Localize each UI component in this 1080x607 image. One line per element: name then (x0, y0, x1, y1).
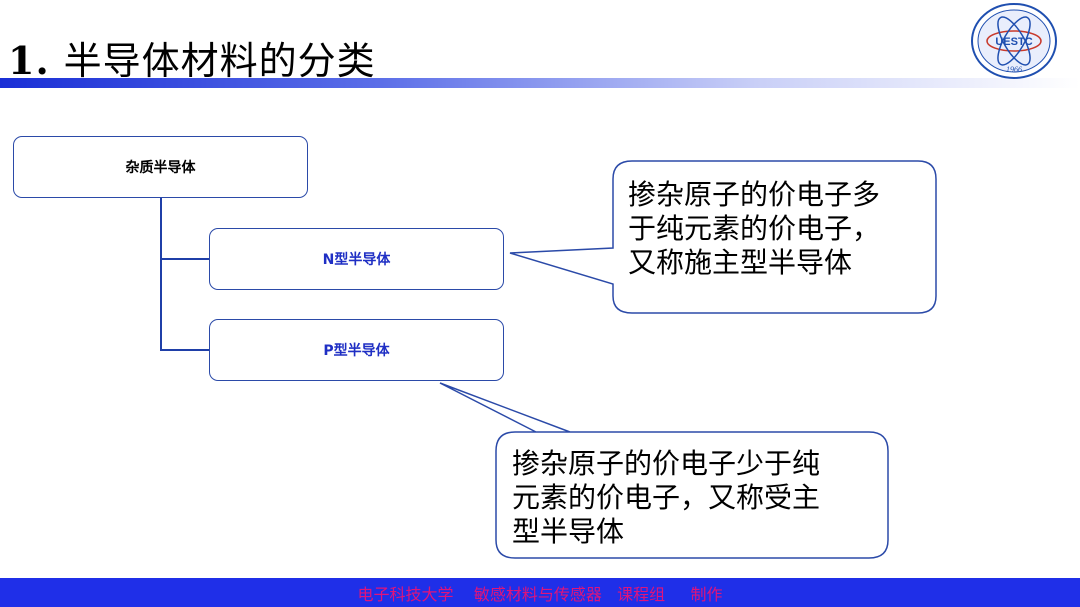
tree-node-label: 杂质半导体 (125, 160, 196, 176)
tree-connector-p (160, 259, 209, 351)
callout-line: 又称施主型半导体 (628, 246, 853, 279)
tree-node-label: N型半导体 (322, 252, 391, 268)
callout-line: 元素的价电子，又称受主 (512, 481, 821, 514)
tree-connector-n (160, 198, 209, 260)
tree-node-n-type: N型半导体 (209, 228, 504, 290)
callout-line: 型半导体 (512, 515, 625, 548)
logo-abbrev: UESTC (995, 36, 1032, 48)
callout-n-type-text: 掺杂原子的价电子多 于纯元素的价电子， 又称施主型半导体 (628, 178, 928, 280)
title-underline-bar (0, 78, 1080, 88)
tree-node-p-type: P型半导体 (209, 319, 504, 381)
slide-number: 1. (8, 38, 50, 83)
footer-bar: 电子科技大学 敏感材料与传感器 课程组 制作 (0, 578, 1080, 607)
callout-line: 掺杂原子的价电子少于纯 (512, 447, 821, 480)
callout-line: 于纯元素的价电子， (628, 212, 881, 245)
slide-title-text: 半导体材料的分类 (63, 39, 376, 83)
slide-title: 1. 半导体材料的分类 (8, 30, 376, 85)
callout-line: 掺杂原子的价电子多 (628, 178, 881, 211)
university-logo-icon: UESTC 1966 (971, 3, 1057, 79)
logo-year: 1966 (1006, 65, 1022, 74)
footer-credit-text: 电子科技大学 敏感材料与传感器 课程组 制作 (357, 584, 723, 604)
tree-node-label: P型半导体 (323, 343, 390, 359)
callout-p-type-text: 掺杂原子的价电子少于纯 元素的价电子，又称受主 型半导体 (512, 447, 882, 549)
tree-node-impurity-semiconductor: 杂质半导体 (13, 136, 308, 198)
